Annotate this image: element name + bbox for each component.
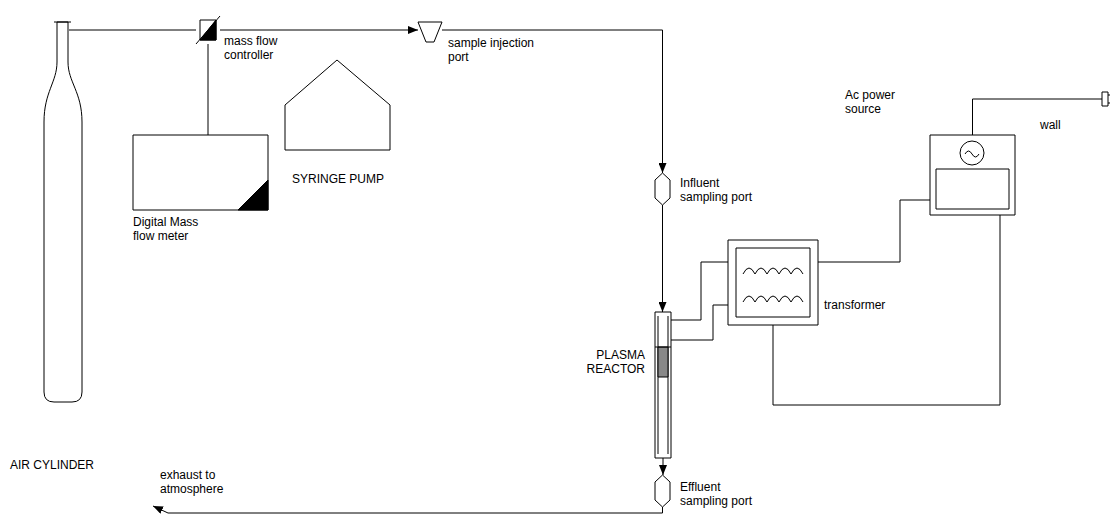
flow-meter-box-stroke <box>133 135 268 210</box>
note-label: exhaust to atmosphere <box>160 468 250 496</box>
ac-source-box-stroke <box>936 169 1009 209</box>
sampling-port-outline <box>655 475 670 507</box>
connector-line <box>671 305 728 340</box>
gas-cylinder-outline <box>44 22 82 402</box>
connector-line <box>220 30 418 31</box>
transformer-box: transformer <box>728 240 818 325</box>
node-label: transformer <box>824 298 899 312</box>
node-label: PLASMA REACTOR <box>575 348 645 376</box>
ac-source-box-stroke <box>960 141 984 165</box>
transformer-box-stroke <box>743 268 803 274</box>
plasma-reactor: PLASMA REACTOR <box>655 312 671 458</box>
gas-cylinder: AIR CYLINDER <box>44 22 82 402</box>
transformer-box-stroke <box>728 240 818 325</box>
connector-line <box>662 205 663 312</box>
plasma-reactor-stroke <box>658 347 668 377</box>
connector-line <box>973 99 1099 135</box>
syringe-pump-outline <box>285 60 390 150</box>
node-label: mass flow controller <box>224 34 296 62</box>
connector-line <box>671 262 728 320</box>
sampling-port-outline <box>655 173 670 205</box>
flow-meter-box-outline <box>133 135 268 210</box>
node-label: SYRINGE PUMP <box>283 172 393 186</box>
node-label: Ac power source <box>845 88 907 116</box>
connector-line <box>69 30 196 31</box>
sampling-port-stroke <box>655 173 670 205</box>
transformer-box-stroke <box>736 248 810 317</box>
sampling-port-stroke <box>655 475 670 507</box>
transformer-box-stroke <box>743 296 803 302</box>
wall-plug-stroke <box>1108 95 1110 103</box>
flow-meter-box: Digital Mass flow meter <box>133 135 268 210</box>
connector-line <box>208 44 209 135</box>
connector-line <box>773 215 1000 405</box>
plasma-reactor-outline <box>655 312 671 458</box>
flow-controller-valve-stroke <box>196 16 220 44</box>
node-label: AIR CYLINDER <box>10 458 120 472</box>
node-label: Effluent sampling port <box>680 480 762 508</box>
exhaust-line <box>153 506 663 513</box>
wall-plug: wall <box>1098 88 1110 110</box>
node-label: wall <box>1040 118 1080 132</box>
plasma-reactor-stroke <box>655 312 671 458</box>
ac-source-box-stroke <box>930 135 1015 215</box>
transformer-box-outline <box>728 240 818 325</box>
flow-controller-valve-outline <box>196 16 220 44</box>
node-label: Digital Mass flow meter <box>133 215 213 243</box>
ac-source-box-outline <box>930 135 1015 215</box>
syringe-pump-stroke <box>285 60 390 150</box>
note-label-box: exhaust to atmosphere <box>160 468 250 496</box>
node-label: sample injection port <box>448 36 548 64</box>
wall-plug-stroke <box>1098 99 1102 100</box>
syringe-pump: SYRINGE PUMP <box>285 60 390 150</box>
flow-controller-valve: mass flow controller <box>196 16 220 44</box>
wall-plug-stroke <box>1102 92 1108 106</box>
plasma-reactor-stroke <box>655 347 671 348</box>
ac-source-box: Ac power source <box>930 135 1015 215</box>
injection-port-funnel-outline <box>418 22 442 42</box>
flow-meter-box-stroke <box>238 180 268 210</box>
wall-plug-outline <box>1098 88 1110 110</box>
node-label: Influent sampling port <box>680 176 762 204</box>
connector-line <box>442 30 663 173</box>
gas-cylinder-stroke <box>44 22 82 402</box>
connector-line <box>818 200 930 262</box>
sampling-port: Influent sampling port <box>655 173 670 205</box>
injection-port-funnel: sample injection port <box>418 22 442 42</box>
ac-source-box-stroke <box>965 151 979 157</box>
injection-port-funnel-stroke <box>418 22 442 42</box>
plasma-reactor-stroke <box>658 316 668 454</box>
sampling-port: Effluent sampling port <box>655 475 670 507</box>
gas-cylinder-stroke <box>54 22 71 23</box>
connector-line <box>663 458 664 475</box>
